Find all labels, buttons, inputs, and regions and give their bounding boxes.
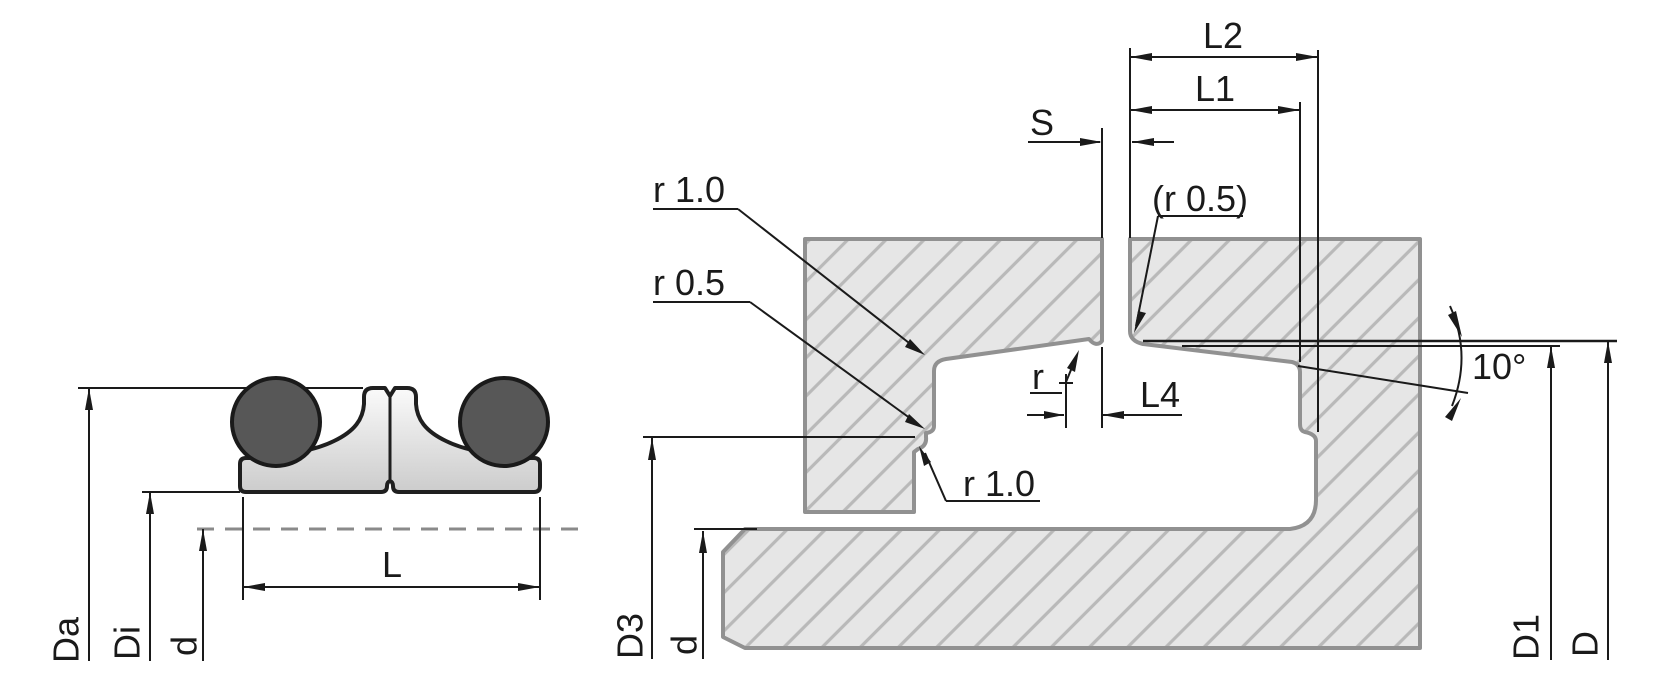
l-arrowhead-right <box>518 583 540 591</box>
s-arrowhead-right <box>1132 138 1154 146</box>
da-label: Da <box>46 616 87 663</box>
oring-left <box>230 376 322 468</box>
l4-arrowhead-left <box>1044 411 1064 419</box>
s-label: S <box>1030 102 1054 143</box>
r10-bottom-label: r 1.0 <box>963 463 1035 504</box>
d-outer-arrowhead <box>1604 341 1612 363</box>
r10-bottom-arrowhead <box>919 446 931 466</box>
d-shaft-label: d <box>664 635 705 655</box>
l4-arrowhead-right <box>1102 411 1124 419</box>
r10-top-arrowhead <box>905 339 925 355</box>
l2-label: L2 <box>1203 15 1243 56</box>
d-arrowhead <box>199 529 207 551</box>
r05-paren-label: (r 0.5) <box>1152 178 1248 219</box>
d1-arrowhead <box>1547 346 1555 368</box>
di-arrowhead <box>146 492 154 514</box>
r-arrowhead <box>1067 350 1079 372</box>
d-shaft-arrowhead <box>699 531 707 553</box>
l2-arrowhead-left <box>1130 53 1152 61</box>
di-label: Di <box>107 626 148 660</box>
r05-arrowhead <box>905 414 925 429</box>
r05-paren-arrowhead <box>1134 311 1146 333</box>
l1-arrowhead-left <box>1130 106 1152 114</box>
r-label: r <box>1032 356 1044 397</box>
angle-arrow-bottom <box>1445 398 1461 421</box>
housing-block-outline <box>803 237 1104 514</box>
l-arrowhead-left <box>243 583 265 591</box>
r05-paren-leader <box>1135 215 1159 327</box>
l1-label: L1 <box>1195 68 1235 109</box>
housing-block <box>803 237 1104 514</box>
l4-label: L4 <box>1140 374 1180 415</box>
seal-cross-section-view: Da Di d L <box>46 376 585 663</box>
angle-arrow-top <box>1448 311 1462 337</box>
d-label: d <box>164 636 205 656</box>
d-outer-label: D <box>1565 631 1606 657</box>
d3-label: D3 <box>610 613 651 659</box>
angle-label: 10° <box>1472 346 1526 387</box>
d3-arrowhead <box>648 438 656 460</box>
l-label: L <box>382 544 402 585</box>
oring-right <box>458 376 550 468</box>
d1-label: D1 <box>1506 614 1547 660</box>
r10-top-leader <box>737 208 919 351</box>
angle-construction-line <box>1297 365 1469 394</box>
installation-groove-view: 10° L2 L1 S r 1.0 r 0.5 ( <box>610 15 1617 660</box>
r10-top-label: r 1.0 <box>653 169 725 210</box>
r05-label: r 0.5 <box>653 262 725 303</box>
da-arrowhead <box>85 388 93 410</box>
l2-arrowhead-right <box>1296 53 1318 61</box>
r05-leader <box>749 301 919 425</box>
l1-arrowhead-right <box>1278 106 1300 114</box>
s-arrowhead-left <box>1080 138 1102 146</box>
